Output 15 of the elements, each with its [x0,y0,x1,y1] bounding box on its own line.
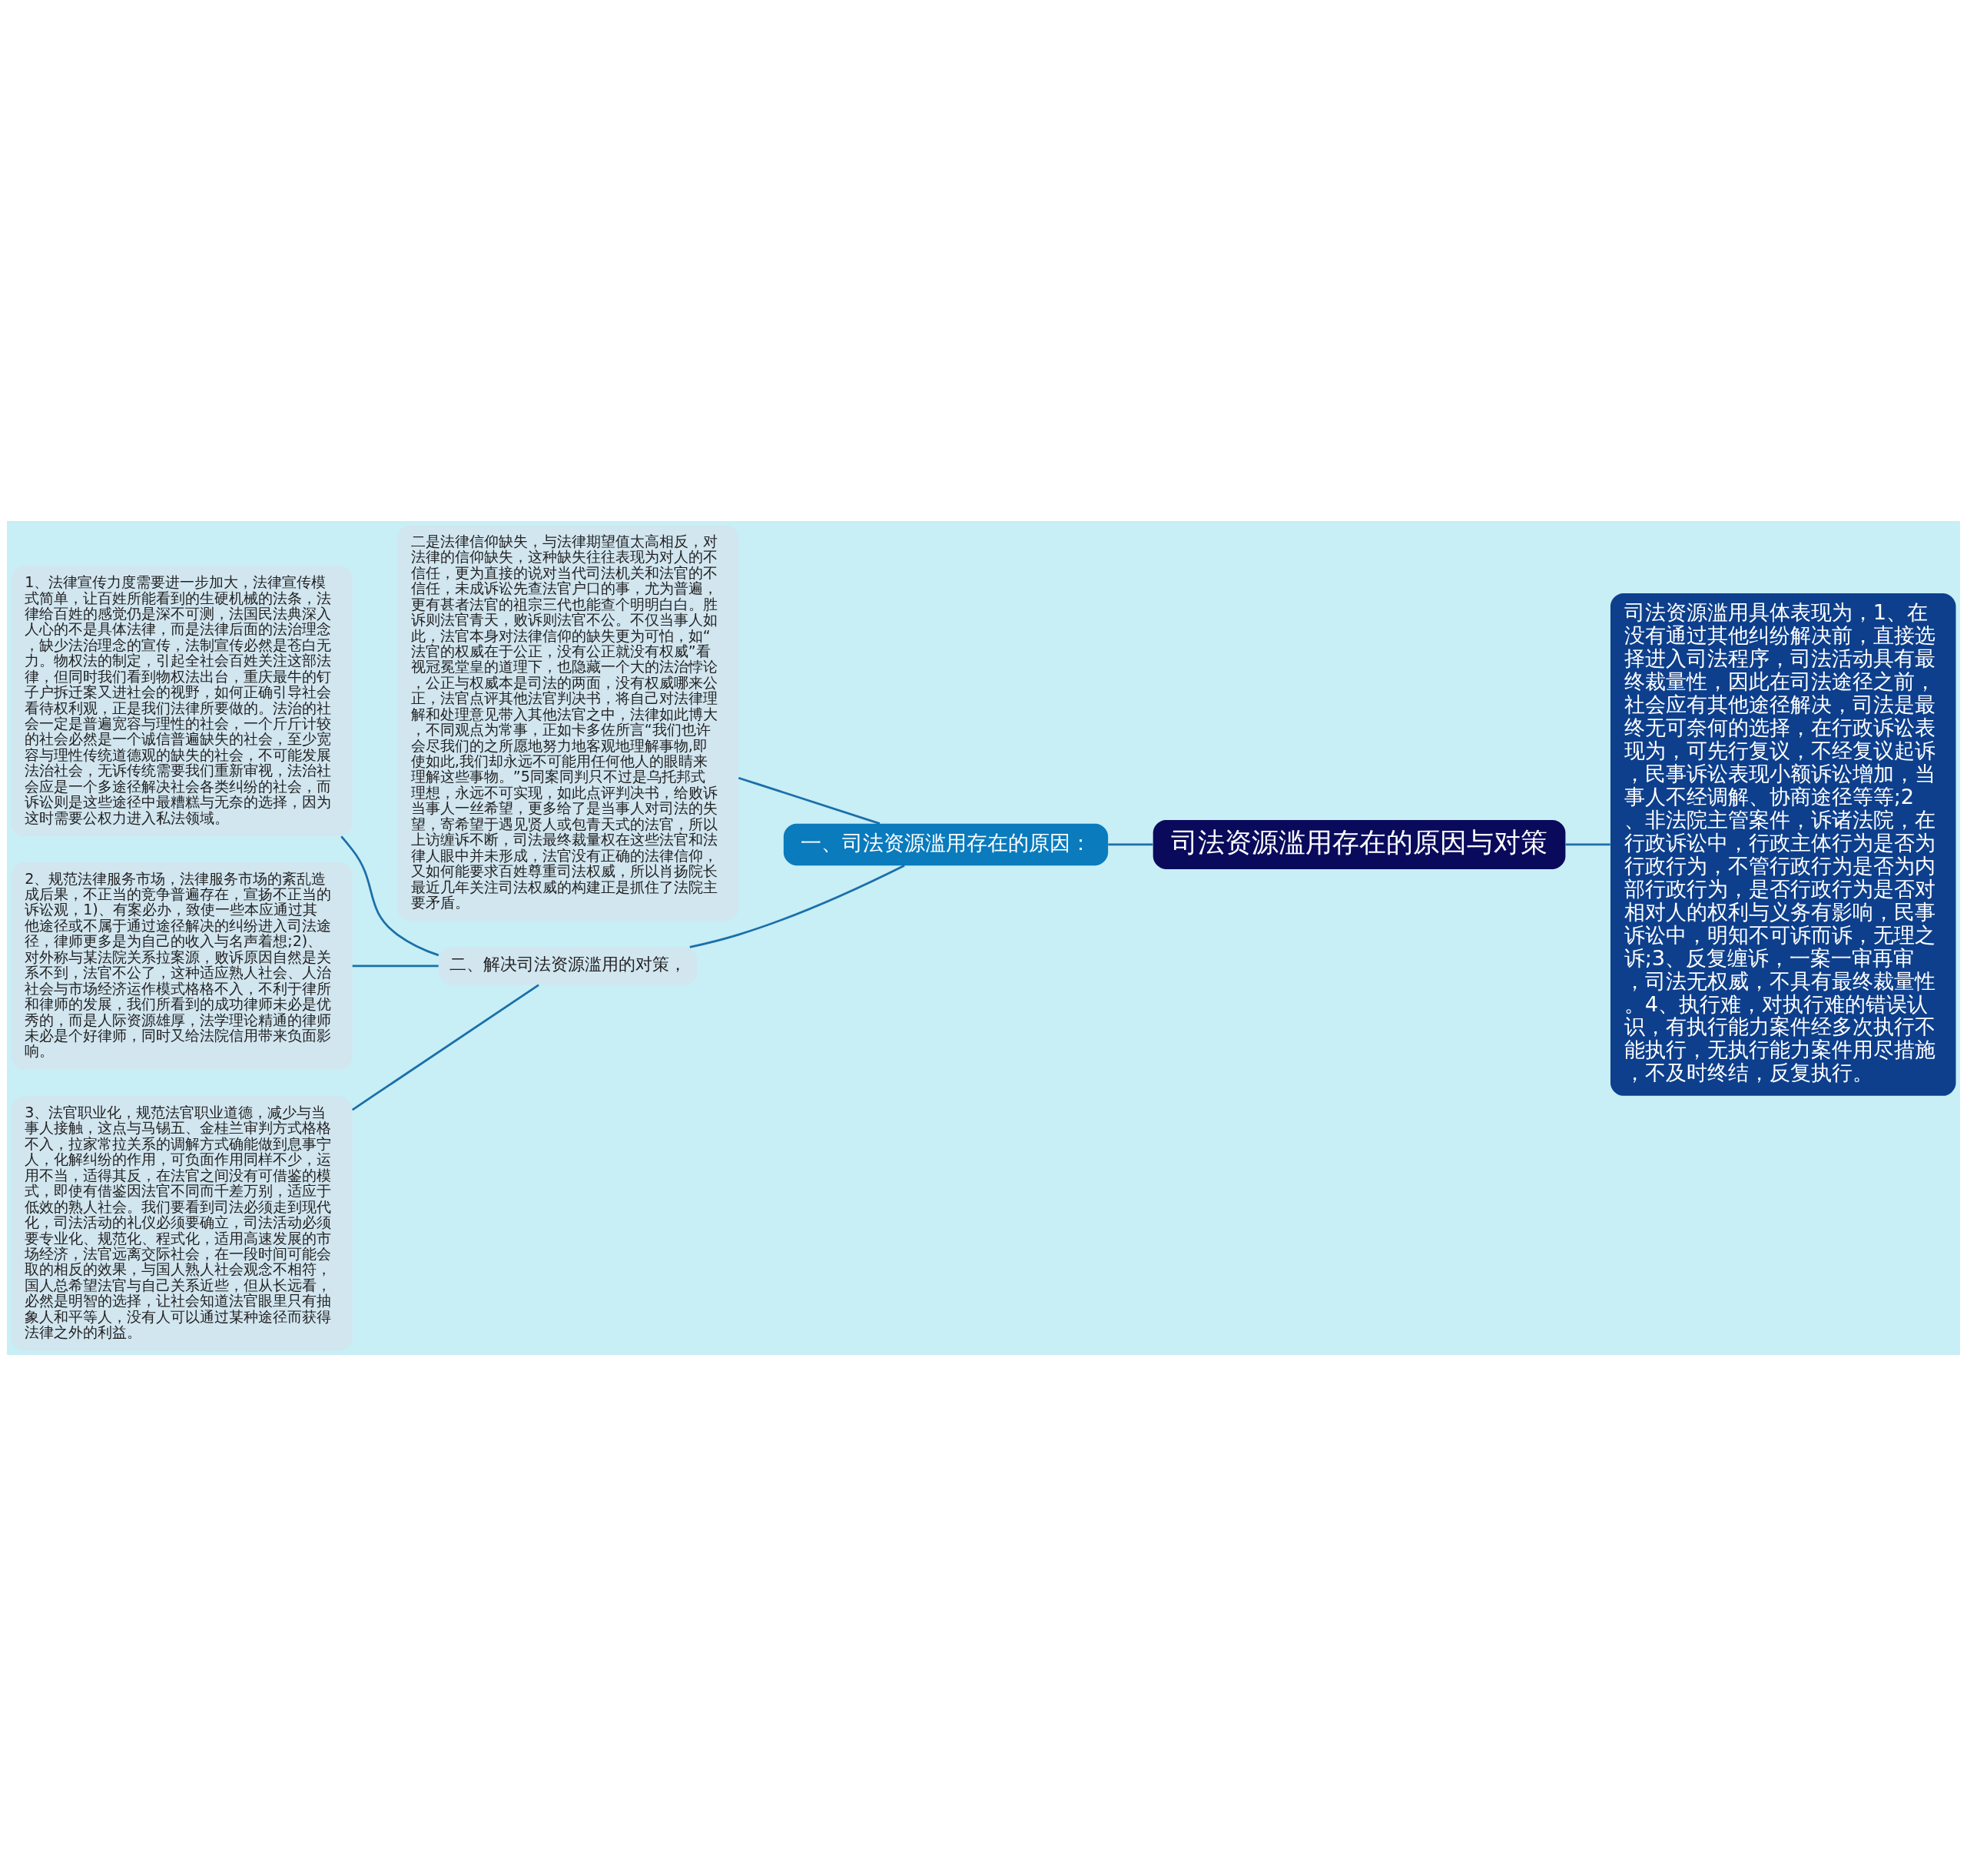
node-box: 2、规范法律服务市场，法律服务市场的紊乱造成后果，不正当的竞争普遍存在，宣扬不正当的诉讼观，1)、有案必办，致使一些本应通过其他途径或不属于通过途径解决的纠纷进入司法途径，律师更多是为自己的收入与名声着想;2)、对外称与某法院关系拉案源，败诉原因自然是关系不到，法官不公了，这种适应熟人社会、人治社会与市场经济运作模式格格不入，不利于律所和律师的发展，我们所看到的成功律师未必是优秀的，而是人际资源雄厚，法学理论精通的律师未必是个好律师，同时又给法院信用带来负面影响。 [11,862,353,1070]
connector [738,776,881,825]
node-box: 二是法律信仰缺失，与法律期望值太高相反，对法律的信仰缺失，这种缺失往往表现为对人的不信任，更为直接的说对当代司法机关和法官的不信任，未成诉讼先查法官户口的事，尤为普遍，更有甚者法官的祖宗三代也能查个明明白白。胜诉则法官青天，败诉则法官不公。不仅当事人如此，法官本身对法律信仰的缺失更为可怕，如“法官的权威在于公正，没有公正就没有权威”看视冠冕堂皇的道理下，也隐藏一个大的法治悖论，公正与权威本是司法的两面，没有权威哪来公正，法官点评其他法官判决书，将自己对法律理解和处理意见带入其他法官之中，法律如此博大，不同观点为常事，正如卡多佐所言“我们也许会尽我们的之所愿地努力地客观地理解事物,即使如此,我们却永远不可能用任何他人的眼睛来理解这些事物。”5同案同判只不过是乌托邦式理想，永远不可实现，如此点评判决书，给败诉当事人一丝希望，更多给了是当事人对司法的失望，寄希望于遇见贤人或包青天式的法官，所以上访缠诉不断，司法最终裁量权在这些法官和法律人眼中并未形成，法官没有正确的法律信仰，又如何能要求百姓尊重司法权威，所以肖扬院长最近几年关注司法权威的构建正是抓住了法院主要矛盾。 [397,525,739,921]
connector [689,864,905,948]
node-box: 司法资源滥用存在的原因与对策 [1153,819,1566,869]
connector [340,835,440,957]
connector [352,965,439,968]
node-box: 3、法官职业化，规范法官职业道德，减少与当事人接触，这点与马锡五、金桂兰审判方式格格不入，拉家常拉关系的调解方式确能做到息事宁人，化解纠纷的作用，可负面作用同样不少，运用不当，适得其反，在法官之间没有可借鉴的模式，即使有借鉴因法官不同而千差万别，适应于低效的熟人社会。我们要看到司法必须走到现代化，司法活动的礼仪必须要确立，司法活动必须要专业化、规范化、程式化，适用高速发展的市场经济，法官远离交际社会，在一段时间可能会取的相反的效果，与国人熟人社会观念不相符，国人总希望法官与自己关系近些，但从长远看，必然是明智的选择，让社会知道法官眼里只有抽象人和平等人，没有人可以通过某种途径而获得法律之外的利益。 [11,1096,353,1351]
node-box: 1、法律宣传力度需要进一步加大，法律宣传模式简单，让百姓所能看到的生硬机械的法条，法律给百姓的感觉仍是深不可测，法国民法典深入人心的不是具体法律，而是法律后面的法治理念，缺少法治理念的宣传，法制宣传必然是苍白无力。物权法的制定，引起全社会百姓关注这部法律，但同时我们看到物权法出台，重庆最牛的钉子户拆迁案又进社会的视野，如何正确引导社会看待权利观，正是我们法律所要做的。法治的社会一定是普遍宽容与理性的社会，一个斤斤计较的社会必然是一个诚信普遍缺失的社会，至少宽容与理性传统道德观的缺失的社会，不可能发展法治社会，无诉传统需要我们重新审视，法治社会应是一个多途径解决社会各类纠纷的社会，而诉讼则是这些途径中最糟糕与无奈的选择，因为这时需要公权力进入私法领域。 [11,566,353,837]
connector [1108,843,1153,846]
node-box: 一、司法资源滥用存在的原因： [783,823,1109,866]
connector [1565,843,1610,846]
node-box: 二、解决司法资源滥用的对策， [438,947,698,985]
node-box: 司法资源滥用具体表现为，1、在没有通过其他纠纷解决前，直接选择进入司法程序，司法活动具有最终裁量性，因此在司法途径之前，社会应有其他途径解决，司法是最终无可奈何的选择，在行政诉讼表现为，可先行复议，不经复议起诉，民事诉讼表现小额诉讼增加，当事人不经调解、协商途径等等;2、非法院主管案件，诉诸法院，在行政诉讼中，行政主体行为是否为行政行为，不管行政行为是否为内部行政行为，是否行政行为是否对相对人的权利与义务有影响，民事诉讼中，明知不可诉而诉，无理之诉;3、反复缠诉，一案一审再审，司法无权威，不具有最终裁量性。4、执行难，对执行难的错误认识，有执行能力案件经多次执行不能执行，无执行能力案件用尽措施，不及时终结，反复执行。 [1610,593,1956,1096]
connector [351,984,539,1111]
